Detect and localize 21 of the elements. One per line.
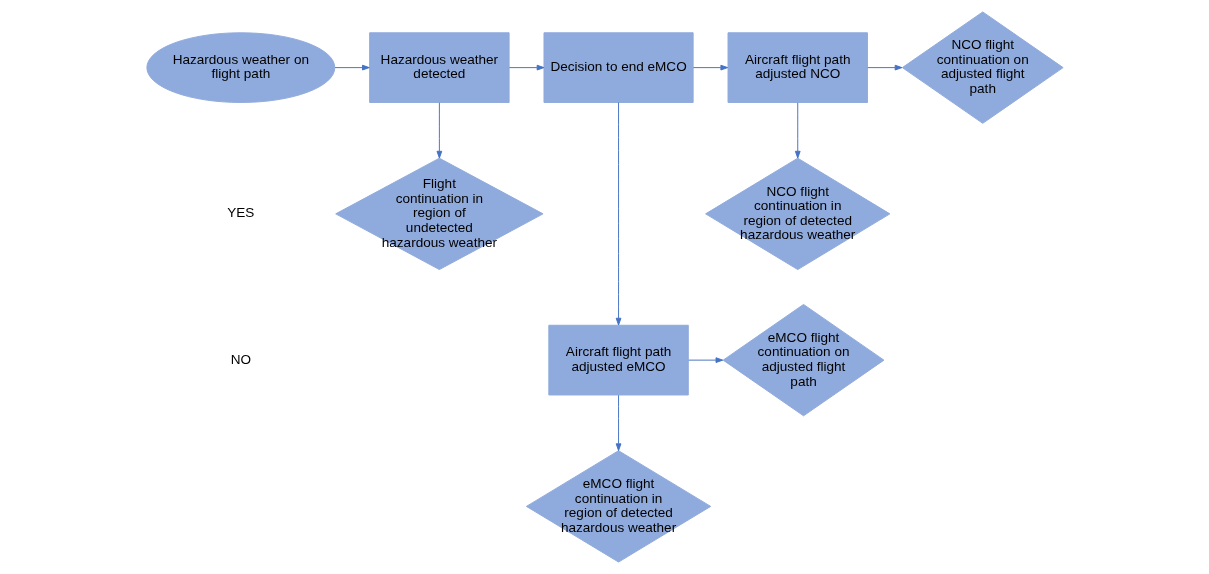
node-diamond: eMCO flight continuation in region of detected hazardous weather bbox=[525, 450, 711, 563]
node-diamond: NCO flight continuation in region of detected hazardous weather bbox=[704, 157, 890, 271]
arrow bbox=[866, 64, 902, 71]
node-box: Decision to end eMCO bbox=[543, 32, 694, 103]
node-diamond: NCO flight continuation on adjusted flight path bbox=[901, 11, 1064, 124]
node-box: Hazardous weather detected bbox=[368, 32, 510, 103]
node-diamond: eMCO flight continuation on adjusted flight path bbox=[722, 303, 884, 417]
node-box: Aircraft flight path adjusted NCO bbox=[727, 32, 868, 103]
arrow bbox=[794, 102, 801, 159]
arrow bbox=[615, 394, 621, 452]
arrow bbox=[334, 64, 370, 71]
node-box: Aircraft flight path adjusted eMCO bbox=[547, 324, 689, 396]
arrow bbox=[615, 102, 621, 326]
node-ellipse: Hazardous weather on flight path bbox=[145, 32, 335, 103]
arrow bbox=[508, 64, 544, 71]
node-diamond: Flight continuation in region of undetected hazardous weather bbox=[334, 157, 544, 271]
legend-label: NO bbox=[230, 351, 251, 367]
arrow bbox=[436, 102, 442, 159]
arrow bbox=[687, 357, 723, 363]
legend-label: YES bbox=[226, 205, 254, 221]
arrow bbox=[692, 64, 728, 71]
